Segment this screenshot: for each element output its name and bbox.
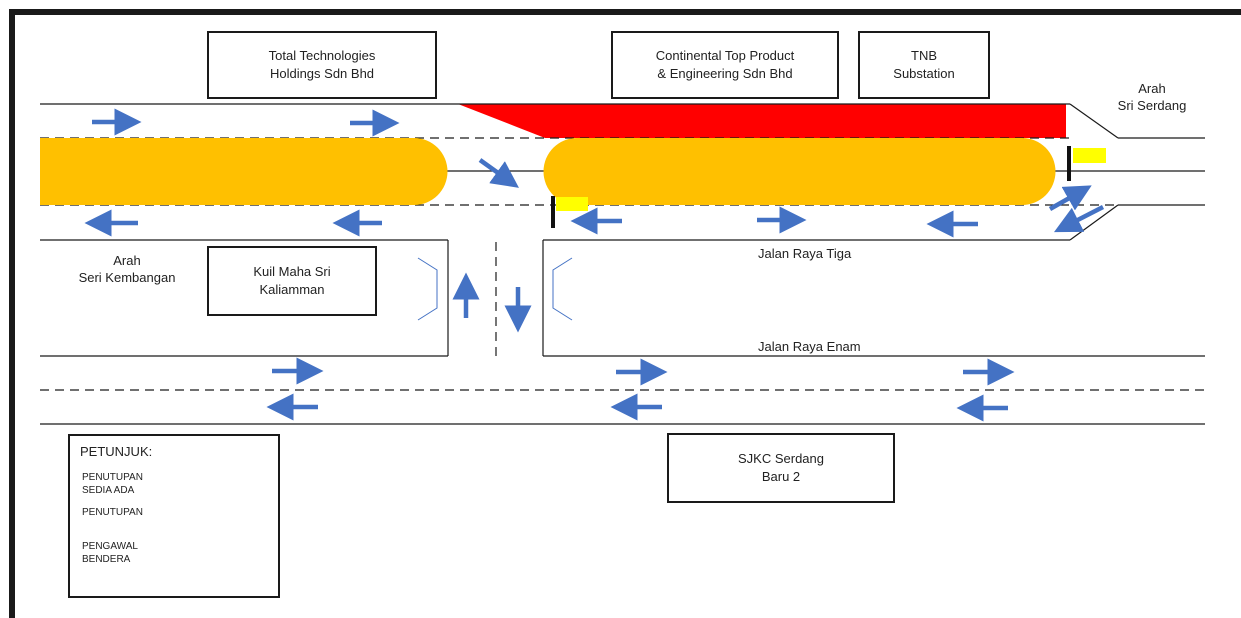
building-tnb-substation: TNB Substation [858, 31, 990, 99]
legend-title: PETUNJUK: [80, 444, 153, 459]
legend: PETUNJUK: PENUTUPAN SEDIA ADA PENUTUPAN … [68, 434, 280, 598]
direction-seri-kembangan: Arah Seri Kembangan [78, 253, 176, 285]
legend-label-existing-closure: PENUTUPAN SEDIA ADA [82, 472, 143, 496]
bracket-west [417, 257, 438, 321]
flag-icon [1067, 146, 1106, 181]
building-sjkc: SJKC Serdang Baru 2 [667, 433, 895, 503]
legend-label-flagman: PENGAWAL BENDERA [82, 541, 138, 565]
direction-sri-serdang: Arah Sri Serdang [1117, 81, 1187, 113]
closure-area-red [458, 104, 1066, 138]
existing-closure-east [543, 138, 1056, 205]
flag-icon [551, 196, 588, 228]
map-frame [9, 9, 1241, 618]
legend-label-closure: PENUTUPAN [82, 507, 143, 518]
arrow-icon [1048, 185, 1092, 211]
road-label-raya-enam: Jalan Raya Enam [758, 339, 861, 354]
building-total-technologies: Total Technologies Holdings Sdn Bhd [207, 31, 437, 99]
arrow-icon [478, 158, 519, 188]
existing-closure-west [40, 138, 448, 205]
road-label-raya-tiga: Jalan Raya Tiga [758, 246, 852, 261]
building-continental: Continental Top Product & Engineering Sd… [611, 31, 839, 99]
arrow-icon [1053, 204, 1105, 233]
building-kuil: Kuil Maha Sri Kaliamman [207, 246, 377, 316]
bracket-east [552, 257, 573, 321]
